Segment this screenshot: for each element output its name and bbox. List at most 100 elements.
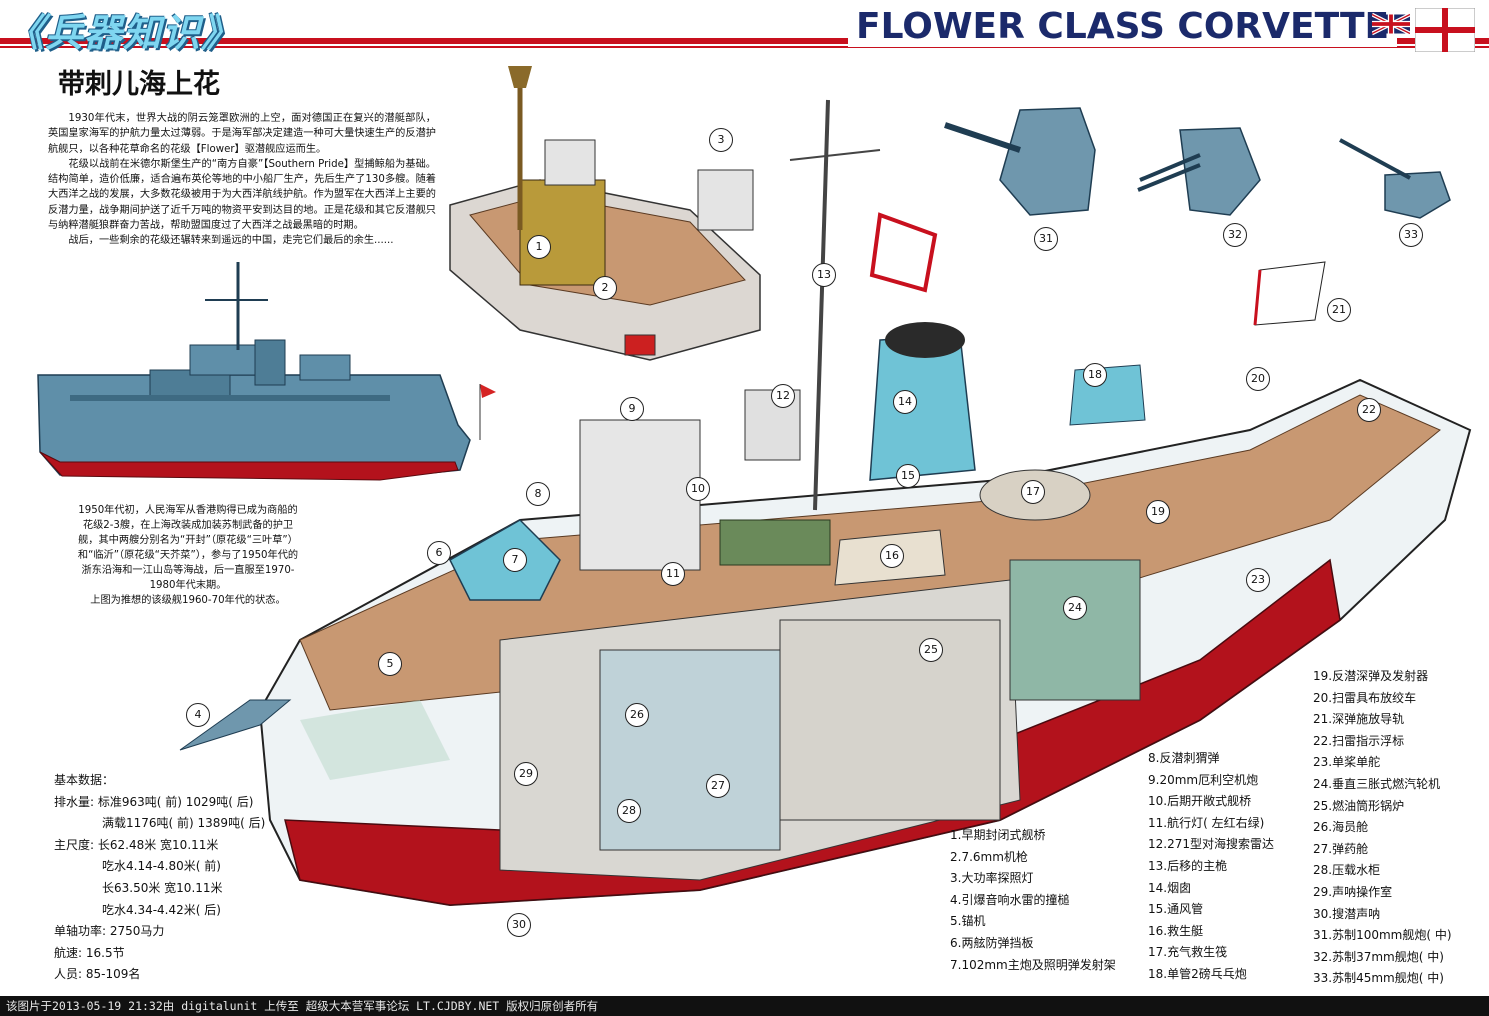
spec-label: 单轴功率: xyxy=(54,924,107,939)
callout-marker: 1 xyxy=(527,235,551,259)
callout-marker: 8 xyxy=(526,482,550,506)
legend-item: 4.引爆音响水雷的撞槌 xyxy=(950,892,1070,907)
callout-marker: 18 xyxy=(1083,363,1107,387)
header-red-stripe-thin xyxy=(0,46,1489,48)
legend-item: 31.苏制100mm舰炮( 中) xyxy=(1313,928,1452,943)
spec-row: 长63.50米 宽10.11米 xyxy=(54,878,354,900)
header-bar: 《兵器知识》 FLOWER CLASS CORVETTE xyxy=(0,0,1489,55)
callout-marker: 24 xyxy=(1063,596,1087,620)
callout-marker: 26 xyxy=(625,703,649,727)
legend-item: 1.早期封闭式舰桥 xyxy=(950,828,1046,842)
history-text: 1950年代初，人民海军从香港购得已成为商船的花级2-3艘，在上海改装成加装苏制… xyxy=(74,503,302,608)
legend-item: 28.压载水柜 xyxy=(1313,863,1381,878)
legend-item: 23.单桨单舵 xyxy=(1313,755,1381,770)
legend-item: 13.后移的主桅 xyxy=(1148,858,1228,873)
spec-value: 吃水4.14-4.80米( 前) xyxy=(102,859,221,874)
legend-column-3: 19.反潜深弹及发射器 20.扫雷具布放绞车 21.深弹施放导轨 22.扫雷指示… xyxy=(1313,666,1452,990)
gun-insets xyxy=(944,107,1451,219)
callout-marker: 4 xyxy=(186,703,210,727)
white-ensign-icon xyxy=(1415,8,1475,52)
legend-item: 24.垂直三胀式燃汽轮机 xyxy=(1313,776,1441,791)
legend-item: 18.单管2磅乓乓炮 xyxy=(1148,966,1247,981)
callout-marker: 13 xyxy=(812,263,836,287)
legend-item: 3.大功率探照灯 xyxy=(950,871,1034,886)
callout-marker: 33 xyxy=(1399,223,1423,247)
union-jack-icon xyxy=(1372,12,1410,36)
header-red-stripe xyxy=(0,38,1489,44)
legend-item: 11.航行灯( 左红右绿) xyxy=(1148,815,1265,830)
legend-item: 20.扫雷具布放绞车 xyxy=(1313,690,1417,705)
intro-text: 1930年代末，世界大战的阴云笼罩欧洲的上空，面对德国正在复兴的潜艇部队，英国皇… xyxy=(48,111,436,249)
legend-item: 29.声呐操作室 xyxy=(1313,884,1393,899)
spec-value: 2750马力 xyxy=(109,924,165,939)
spec-row: 人员: 85-109名 xyxy=(54,964,354,986)
spec-row: 航速: 16.5节 xyxy=(54,943,354,965)
callout-marker: 3 xyxy=(709,128,733,152)
legend-item: 17.充气救生筏 xyxy=(1148,945,1228,960)
spec-value: 标准963吨( 前) 1029吨( 后) xyxy=(97,794,254,809)
intro-paragraph: 1930年代末，世界大战的阴云笼罩欧洲的上空，面对德国正在复兴的潜艇部队，英国皇… xyxy=(48,113,436,155)
legend-column-2: 8.反潜刺猬弹 9.20mm厄利空机炮 10.后期开敞式舰桥 11.航行灯( 左… xyxy=(1148,748,1274,986)
spec-list: 基本数据： 排水量: 标准963吨( 前) 1029吨( 后) 满载1176吨(… xyxy=(54,770,354,986)
intro-paragraph: 战后，一些剩余的花级还辗转来到遥远的中国，走完它们最后的余生...... xyxy=(68,235,394,247)
legend-item: 32.苏制37mm舰炮( 中) xyxy=(1313,949,1444,964)
spec-value: 满载1176吨( 前) 1389吨( 后) xyxy=(102,816,266,831)
legend-item: 12.271型对海搜索雷达 xyxy=(1148,837,1274,852)
spec-value: 长62.48米 宽10.11米 xyxy=(97,837,219,852)
legend-item: 16.救生艇 xyxy=(1148,923,1204,938)
callout-marker: 11 xyxy=(661,562,685,586)
callout-marker: 22 xyxy=(1357,398,1381,422)
side-view-ship xyxy=(37,262,496,481)
legend-item: 5.锚机 xyxy=(950,914,986,929)
spec-value: 长63.50米 宽10.11米 xyxy=(102,880,223,895)
spec-label: 航速: xyxy=(54,945,83,960)
legend-item: 2.7.6mm机枪 xyxy=(950,849,1028,864)
callout-marker: 28 xyxy=(617,799,641,823)
legend-item: 22.扫雷指示浮标 xyxy=(1313,733,1405,748)
callout-marker: 25 xyxy=(919,638,943,662)
footer-copyright: 该图片于2013-05-19 21:32由 digitalunit 上传至 超级… xyxy=(0,996,1489,1016)
callout-marker: 32 xyxy=(1223,223,1247,247)
callout-marker: 9 xyxy=(620,397,644,421)
history-note: 上图为推想的该级舰1960-70年代的状态。 xyxy=(90,595,286,606)
legend-item: 19.反潜深弹及发射器 xyxy=(1313,669,1429,683)
legend-item: 25.燃油筒形锅炉 xyxy=(1313,798,1405,813)
callout-marker: 19 xyxy=(1146,500,1170,524)
callout-marker: 16 xyxy=(880,544,904,568)
legend-item: 8.反潜刺猬弹 xyxy=(1148,751,1220,765)
spec-row: 主尺度: 长62.48米 宽10.11米 xyxy=(54,835,354,857)
article-subtitle: 带刺儿海上花 xyxy=(58,69,220,100)
callout-marker: 21 xyxy=(1327,298,1351,322)
legend-item: 14.烟囱 xyxy=(1148,880,1192,895)
spec-value: 85-109名 xyxy=(85,967,141,982)
intro-paragraph: 花级以战前在米德尔斯堡生产的“南方自豪”【Southern Pride】型捕鲸船… xyxy=(48,158,436,232)
legend-item: 6.两舷防弹挡板 xyxy=(950,935,1034,950)
spec-row: 单轴功率: 2750马力 xyxy=(54,921,354,943)
spec-value: 吃水4.34-4.42米( 后) xyxy=(102,902,221,917)
callout-marker: 30 xyxy=(507,913,531,937)
callout-marker: 6 xyxy=(427,541,451,565)
spec-row: 吃水4.14-4.80米( 前) xyxy=(54,856,354,878)
callout-marker: 23 xyxy=(1246,568,1270,592)
legend-item: 33.苏制45mm舰炮( 中) xyxy=(1313,971,1444,986)
callout-marker: 15 xyxy=(896,464,920,488)
callout-marker: 2 xyxy=(593,276,617,300)
magazine-logo: 《兵器知识》 xyxy=(6,11,241,55)
callout-marker: 12 xyxy=(771,384,795,408)
spec-row: 排水量: 标准963吨( 前) 1029吨( 后) xyxy=(54,792,354,814)
spec-row: 满载1176吨( 前) 1389吨( 后) xyxy=(54,813,354,835)
callout-marker: 17 xyxy=(1021,480,1045,504)
legend-item: 26.海员舱 xyxy=(1313,820,1369,835)
spec-heading: 基本数据： xyxy=(54,773,115,787)
callout-marker: 20 xyxy=(1246,367,1270,391)
page-title: FLOWER CLASS CORVETTE xyxy=(848,6,1398,47)
callout-marker: 7 xyxy=(503,548,527,572)
bridge-detail-inset xyxy=(449,66,761,361)
legend-item: 21.深弹施放导轨 xyxy=(1313,712,1405,727)
spec-label: 人员: xyxy=(54,967,83,982)
callout-marker: 27 xyxy=(706,774,730,798)
callout-marker: 10 xyxy=(686,477,710,501)
spec-value: 16.5节 xyxy=(85,945,125,960)
legend-column-1: 1.早期封闭式舰桥 2.7.6mm机枪 3.大功率探照灯 4.引爆音响水雷的撞槌… xyxy=(950,825,1116,976)
legend-item: 15.通风管 xyxy=(1148,902,1204,917)
